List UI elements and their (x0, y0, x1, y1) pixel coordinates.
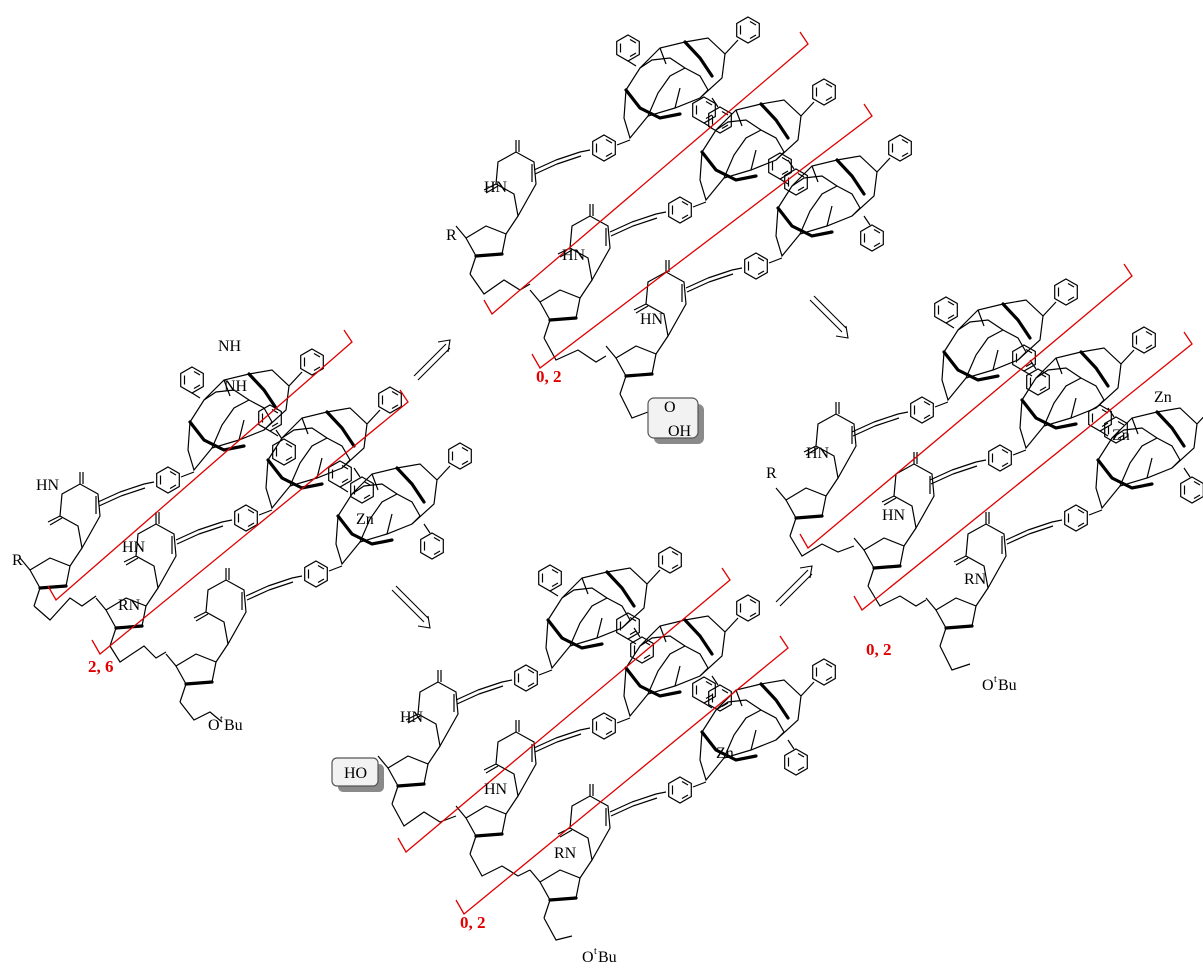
label-left: 2, 6 (88, 657, 114, 676)
structure-bottom: HO HN HN RN Zn O t Bu 0, 2 (331, 547, 835, 966)
atom-hn: HN (122, 539, 146, 556)
atom-hn: HN (484, 179, 508, 196)
atom-hn: HN (806, 445, 830, 462)
atom-rn: RN (554, 845, 577, 862)
structure-right: R HN HN RN Zn Zn O t Bu 0, 2 (766, 263, 1203, 694)
group-otbu: O (208, 717, 220, 734)
atom-zn: Zn (1112, 427, 1130, 444)
atom-nh: NH (224, 378, 248, 395)
group-otbu-sup: t (594, 946, 597, 957)
atom-hn: HN (882, 507, 906, 524)
group-otbu-sup: t (220, 714, 223, 725)
label-right: 0, 2 (866, 640, 892, 659)
group-ho: HO (344, 765, 367, 782)
arrow-bottom-to-right (775, 565, 813, 607)
atom-hn: HN (400, 709, 424, 726)
group-otbu-tail: Bu (224, 717, 243, 734)
group-otbu: O (582, 949, 594, 966)
group-otbu-tail: Bu (598, 949, 617, 966)
group-otbu-tail: Bu (998, 677, 1017, 694)
atom-hn: HN (640, 311, 664, 328)
highlight-box-acid (647, 397, 699, 439)
atom-zn: Zn (1154, 389, 1172, 406)
group-r-left: R (12, 552, 23, 569)
arrow-top-to-right (809, 295, 849, 339)
highlight-box-hydroxyl (331, 757, 379, 787)
group-r-right: R (766, 465, 777, 482)
group-otbu-sup: t (994, 674, 997, 685)
atom-hn: HN (36, 477, 60, 494)
structure-top: O OH R HN HN HN 0, 2 (446, 17, 911, 444)
atom-hn: HN (562, 247, 586, 264)
atom-nh: NH (218, 338, 242, 355)
label-top: 0, 2 (536, 367, 562, 386)
arrow-left-to-top (413, 339, 451, 381)
group-otbu: O (982, 677, 994, 694)
atom-rn: RN (964, 571, 987, 588)
atom-o: O (664, 399, 676, 416)
atom-hn: HN (484, 781, 508, 798)
atom-zn: Zn (356, 511, 374, 528)
group-oh: OH (668, 423, 692, 440)
atom-rn: RN (118, 597, 141, 614)
arrow-left-to-bottom (391, 585, 431, 629)
structure-left: R HN HN RN NH NH Zn O t Bu 2, 6 (12, 329, 471, 734)
group-r-top: R (446, 227, 457, 244)
atom-zn: Zn (716, 745, 734, 762)
label-bottom: 0, 2 (460, 913, 486, 932)
